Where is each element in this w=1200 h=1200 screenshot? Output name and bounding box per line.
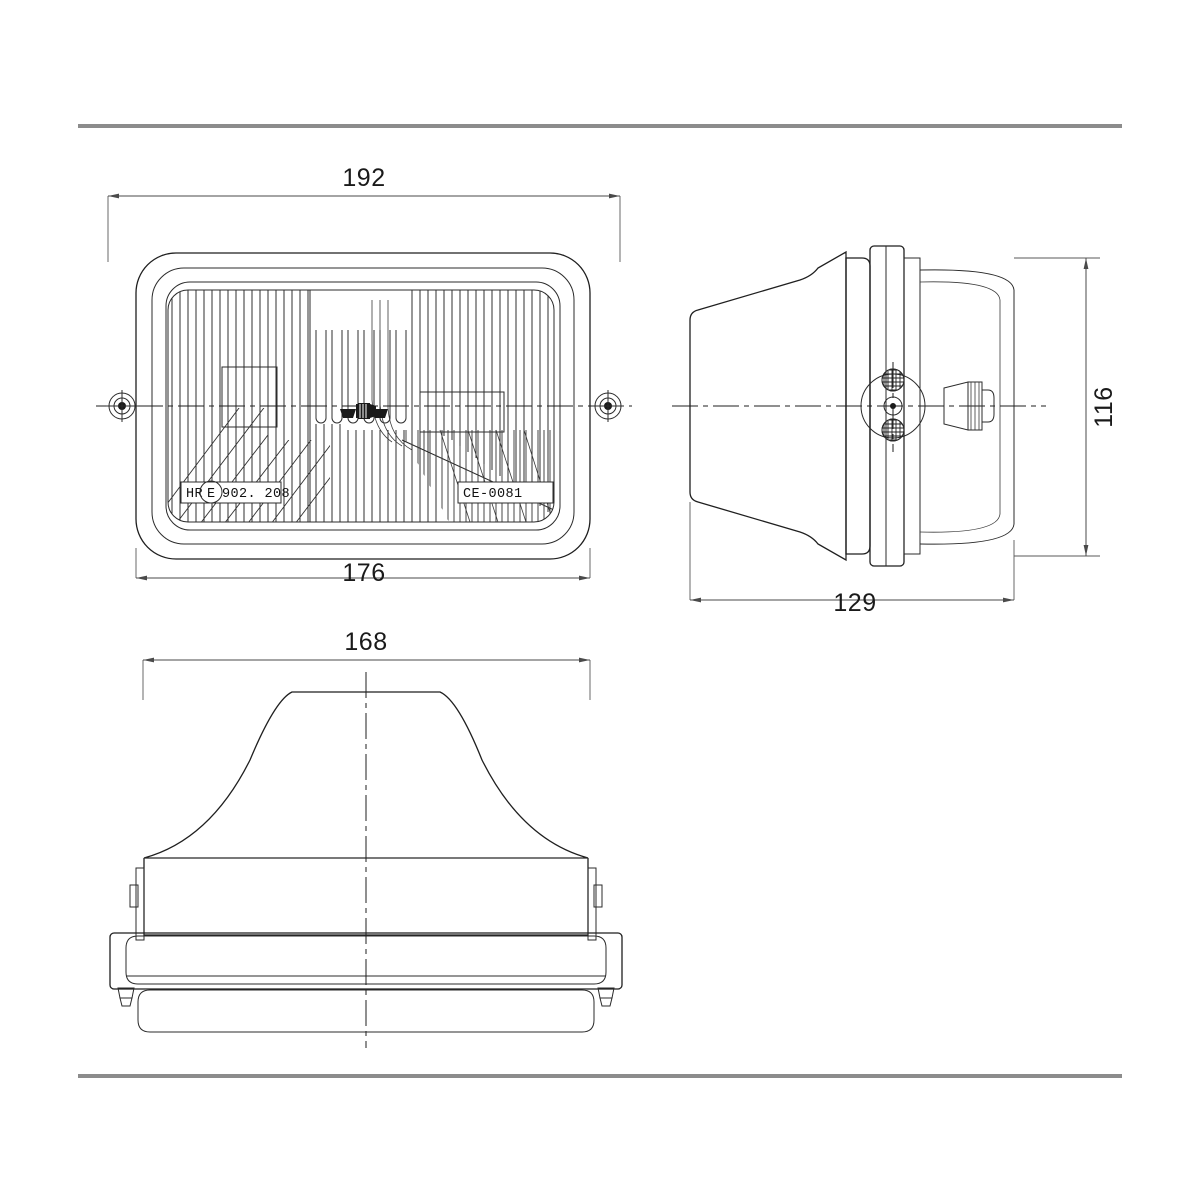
dim-text-168: 168	[344, 628, 387, 656]
side-bezel-outline	[919, 269, 1015, 545]
lens-inset-left	[221, 366, 278, 428]
bottom-side-lug-right	[587, 867, 603, 941]
mounting-screw-left	[106, 390, 138, 422]
side-bezel-inner	[919, 281, 1001, 533]
bottom-mount-pin-right	[597, 987, 615, 1007]
lens-slant-right	[439, 429, 551, 522]
lens-flutes-center-lower	[315, 424, 437, 522]
headlamp-emblem	[340, 403, 388, 419]
approval-mark-e-letter: E	[207, 487, 216, 502]
lens-flutes-right	[411, 290, 549, 512]
approval-mark-label: HR E 902. 208	[180, 480, 290, 504]
approval-mark-prefix: HR	[186, 487, 203, 502]
bottom-view: 168	[109, 628, 623, 1048]
front-view: HR E 902. 208 CE-0081 192 176	[96, 164, 632, 587]
dim-text-176: 176	[342, 559, 385, 587]
dim-text-116: 116	[1090, 386, 1118, 427]
rear-connector	[943, 381, 995, 431]
lens-beam-cutoff-lines	[371, 300, 413, 451]
bottom-housing-shell	[143, 691, 589, 859]
side-view: 116 129	[672, 245, 1118, 617]
ce-mark-label: CE-0081	[457, 481, 554, 504]
bottom-mount-pin-left	[117, 987, 135, 1007]
dim-text-129: 129	[833, 589, 876, 617]
bottom-side-lug-left	[129, 867, 145, 941]
lens-inset-right	[419, 391, 505, 433]
approval-mark-code: 902. 208	[222, 487, 290, 502]
dim-text-192: 192	[342, 164, 385, 192]
bottom-bezel-inner-outline	[125, 935, 607, 985]
bottom-lens-rim	[137, 989, 595, 1033]
ce-mark-text: CE-0081	[463, 487, 523, 502]
mounting-screw-right	[592, 390, 624, 422]
